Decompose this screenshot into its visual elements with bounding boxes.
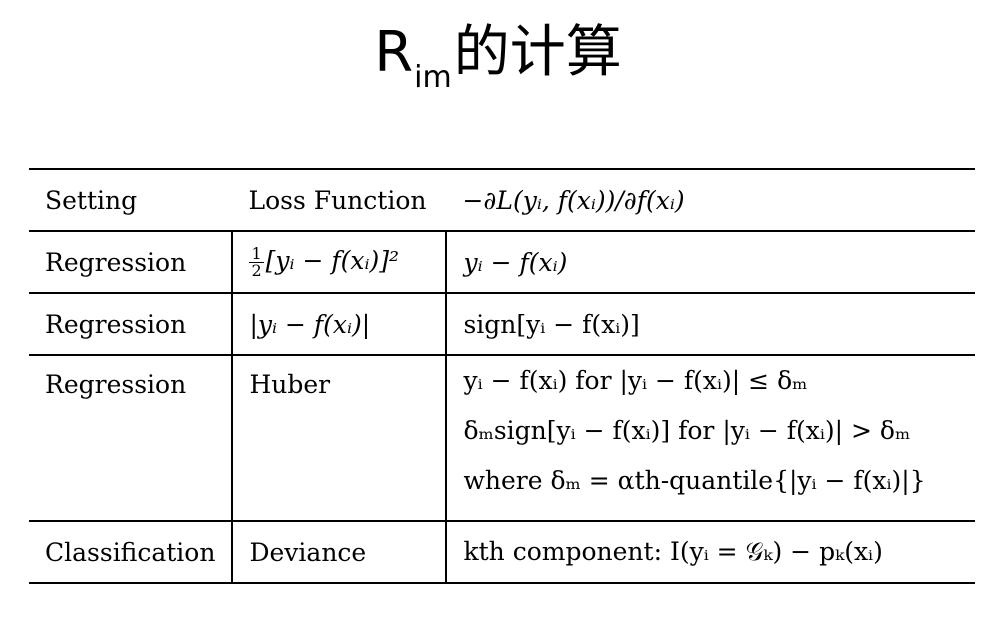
loss-formula: [yᵢ − f(xᵢ)]² xyxy=(265,245,400,275)
setting-cell: Regression xyxy=(29,292,233,355)
fraction-numerator: 1 xyxy=(249,243,264,263)
loss-formula: |yᵢ − f(xᵢ)| xyxy=(249,309,371,339)
setting-cell: Regression xyxy=(29,354,233,521)
loss-cell: Deviance xyxy=(231,520,447,583)
fraction-denominator: 2 xyxy=(251,260,262,280)
title-subscript: im xyxy=(414,60,452,95)
table-row: Regression Huber yᵢ − f(xᵢ) for |yᵢ − f(… xyxy=(29,354,975,521)
table-row: Classification Deviance kth component: I… xyxy=(29,520,975,583)
gradient-line-3: where δₘ = αth-quantile{|yᵢ − f(xᵢ)|} xyxy=(463,466,926,495)
setting-cell: Classification xyxy=(29,520,233,583)
loss-cell: Huber xyxy=(231,354,447,521)
table-header-row: Setting Loss Function −∂L(yᵢ, f(xᵢ))/∂f(… xyxy=(29,169,975,231)
gradient-formula: sign[yᵢ − f(xᵢ)] xyxy=(463,309,640,339)
title-main: R xyxy=(374,20,414,85)
header-loss-function: Loss Function xyxy=(248,185,427,215)
title-suffix: 的计算 xyxy=(453,20,622,85)
gradient-cell: yᵢ − f(xᵢ) for |yᵢ − f(xᵢ)| ≤ δₘ δₘsign[… xyxy=(445,354,975,521)
slide-title: Rim的计算 xyxy=(0,18,996,97)
loss-cell: |yᵢ − f(xᵢ)| xyxy=(231,292,447,355)
table-row: Regression |yᵢ − f(xᵢ)| sign[yᵢ − f(xᵢ)] xyxy=(29,292,975,355)
gradient-formula: yᵢ − f(xᵢ) xyxy=(463,247,568,277)
loss-function-table: Setting Loss Function −∂L(yᵢ, f(xᵢ))/∂f(… xyxy=(29,168,975,584)
gradient-line-1: yᵢ − f(xᵢ) for |yᵢ − f(xᵢ)| ≤ δₘ xyxy=(463,366,808,395)
gradient-line-2: δₘsign[yᵢ − f(xᵢ)] for |yᵢ − f(xᵢ)| > δₘ xyxy=(463,416,911,445)
header-gradient-text: −∂L(yᵢ, f(xᵢ))/∂f(xᵢ) xyxy=(462,185,685,215)
gradient-cell: yᵢ − f(xᵢ) xyxy=(445,230,975,293)
gradient-cell: kth component: I(yᵢ = 𝒢ₖ) − pₖ(xᵢ) xyxy=(445,520,975,583)
gradient-cell: sign[yᵢ − f(xᵢ)] xyxy=(445,292,975,355)
setting-cell: Regression xyxy=(29,230,233,293)
header-setting: Setting xyxy=(45,185,138,215)
header-gradient: −∂L(yᵢ, f(xᵢ))/∂f(xᵢ) xyxy=(446,169,975,231)
